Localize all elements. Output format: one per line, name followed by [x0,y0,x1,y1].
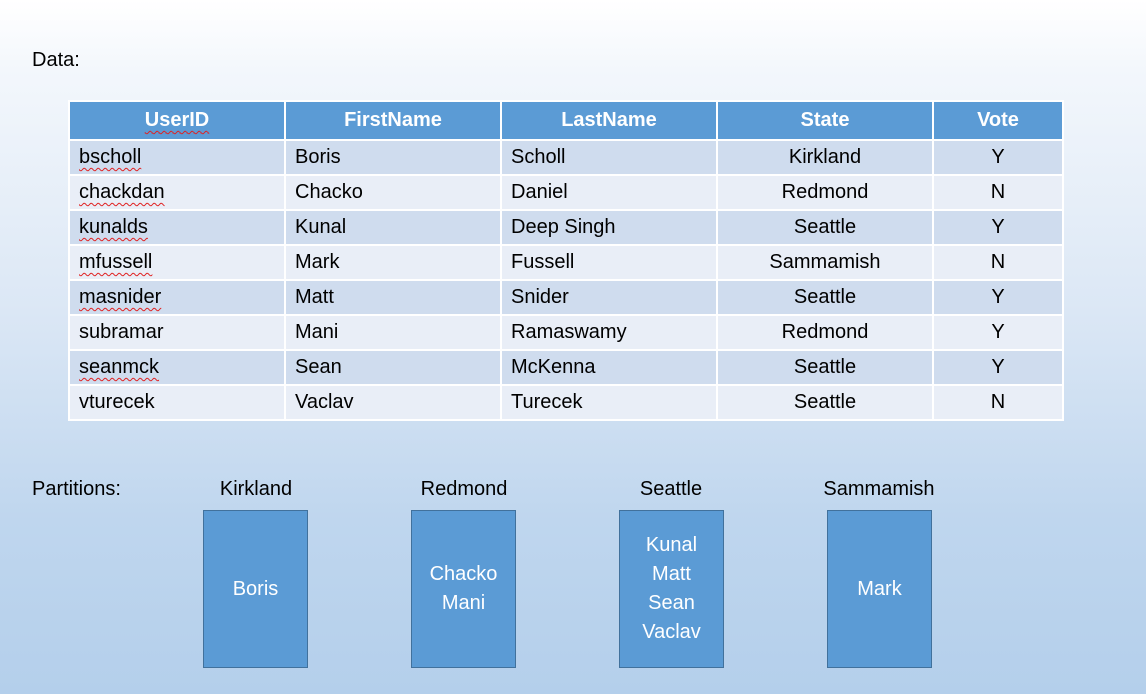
partition-member: Mark [857,577,902,600]
cell-vote: Y [932,209,1064,246]
cell-firstname: Matt [284,279,502,316]
cell-state: Seattle [716,349,934,386]
partition-member: Boris [232,577,279,600]
cell-vote: N [932,174,1064,211]
table-row: bscholl Boris Scholl Kirkland Y [68,139,1064,176]
table-row: chackdan Chacko Daniel Redmond N [68,174,1064,211]
partition-box-kirkland: Boris [203,510,308,668]
partition-member: Sean [648,592,695,614]
cell-vote: Y [932,314,1064,351]
cell-userid: masnider [68,279,286,316]
cell-userid: mfussell [68,244,286,281]
data-label: Data: [32,49,80,71]
cell-vote: Y [932,279,1064,316]
cell-lastname: Ramaswamy [500,314,718,351]
cell-vote: N [932,244,1064,281]
cell-firstname: Boris [284,139,502,176]
cell-state: Seattle [716,209,934,246]
table-row: subramar Mani Ramaswamy Redmond Y [68,314,1064,351]
partition-title-kirkland: Kirkland [219,478,293,500]
header-vote: Vote [932,100,1064,141]
cell-userid: subramar [68,314,286,351]
cell-state: Seattle [716,384,934,421]
partition-box-redmond: Chacko Mani [411,510,516,668]
partition-title-sammamish: Sammamish [823,478,935,500]
cell-state: Seattle [716,279,934,316]
table-header-row: UserID FirstName LastName State Vote [68,100,1064,141]
cell-lastname: Deep Singh [500,209,718,246]
cell-userid: seanmck [68,349,286,386]
table-row: masnider Matt Snider Seattle Y [68,279,1064,316]
cell-firstname: Vaclav [284,384,502,421]
header-state: State [716,100,934,141]
cell-userid: vturecek [68,384,286,421]
cell-state: Redmond [716,174,934,211]
header-firstname: FirstName [284,100,502,141]
cell-state: Redmond [716,314,934,351]
cell-userid: bscholl [68,139,286,176]
partition-member: Mani [441,592,486,614]
header-lastname: LastName [500,100,718,141]
table-row: mfussell Mark Fussell Sammamish N [68,244,1064,281]
partition-title-redmond: Redmond [420,478,508,500]
table-row: vturecek Vaclav Turecek Seattle N [68,384,1064,421]
header-userid: UserID [68,100,286,141]
partition-box-seattle: Kunal Matt Sean Vaclav [619,510,724,668]
partition-title-seattle: Seattle [639,478,703,500]
partition-member: Vaclav [642,621,701,643]
cell-firstname: Mani [284,314,502,351]
table-row: kunalds Kunal Deep Singh Seattle Y [68,209,1064,246]
table-row: seanmck Sean McKenna Seattle Y [68,349,1064,386]
cell-vote: Y [932,349,1064,386]
cell-userid: kunalds [68,209,286,246]
cell-vote: N [932,384,1064,421]
cell-vote: Y [932,139,1064,176]
users-table: UserID FirstName LastName State Vote bsc… [68,100,1064,421]
cell-lastname: Daniel [500,174,718,211]
cell-firstname: Mark [284,244,502,281]
cell-lastname: Turecek [500,384,718,421]
cell-firstname: Sean [284,349,502,386]
cell-lastname: Scholl [500,139,718,176]
cell-firstname: Chacko [284,174,502,211]
partition-member: Matt [652,563,691,585]
partition-box-sammamish: Mark [827,510,932,668]
cell-lastname: Fussell [500,244,718,281]
partitions-label: Partitions: [32,478,121,500]
cell-state: Kirkland [716,139,934,176]
cell-userid: chackdan [68,174,286,211]
partition-member: Chacko [429,563,498,585]
cell-lastname: McKenna [500,349,718,386]
cell-lastname: Snider [500,279,718,316]
partition-member: Kunal [645,534,698,556]
cell-firstname: Kunal [284,209,502,246]
cell-state: Sammamish [716,244,934,281]
